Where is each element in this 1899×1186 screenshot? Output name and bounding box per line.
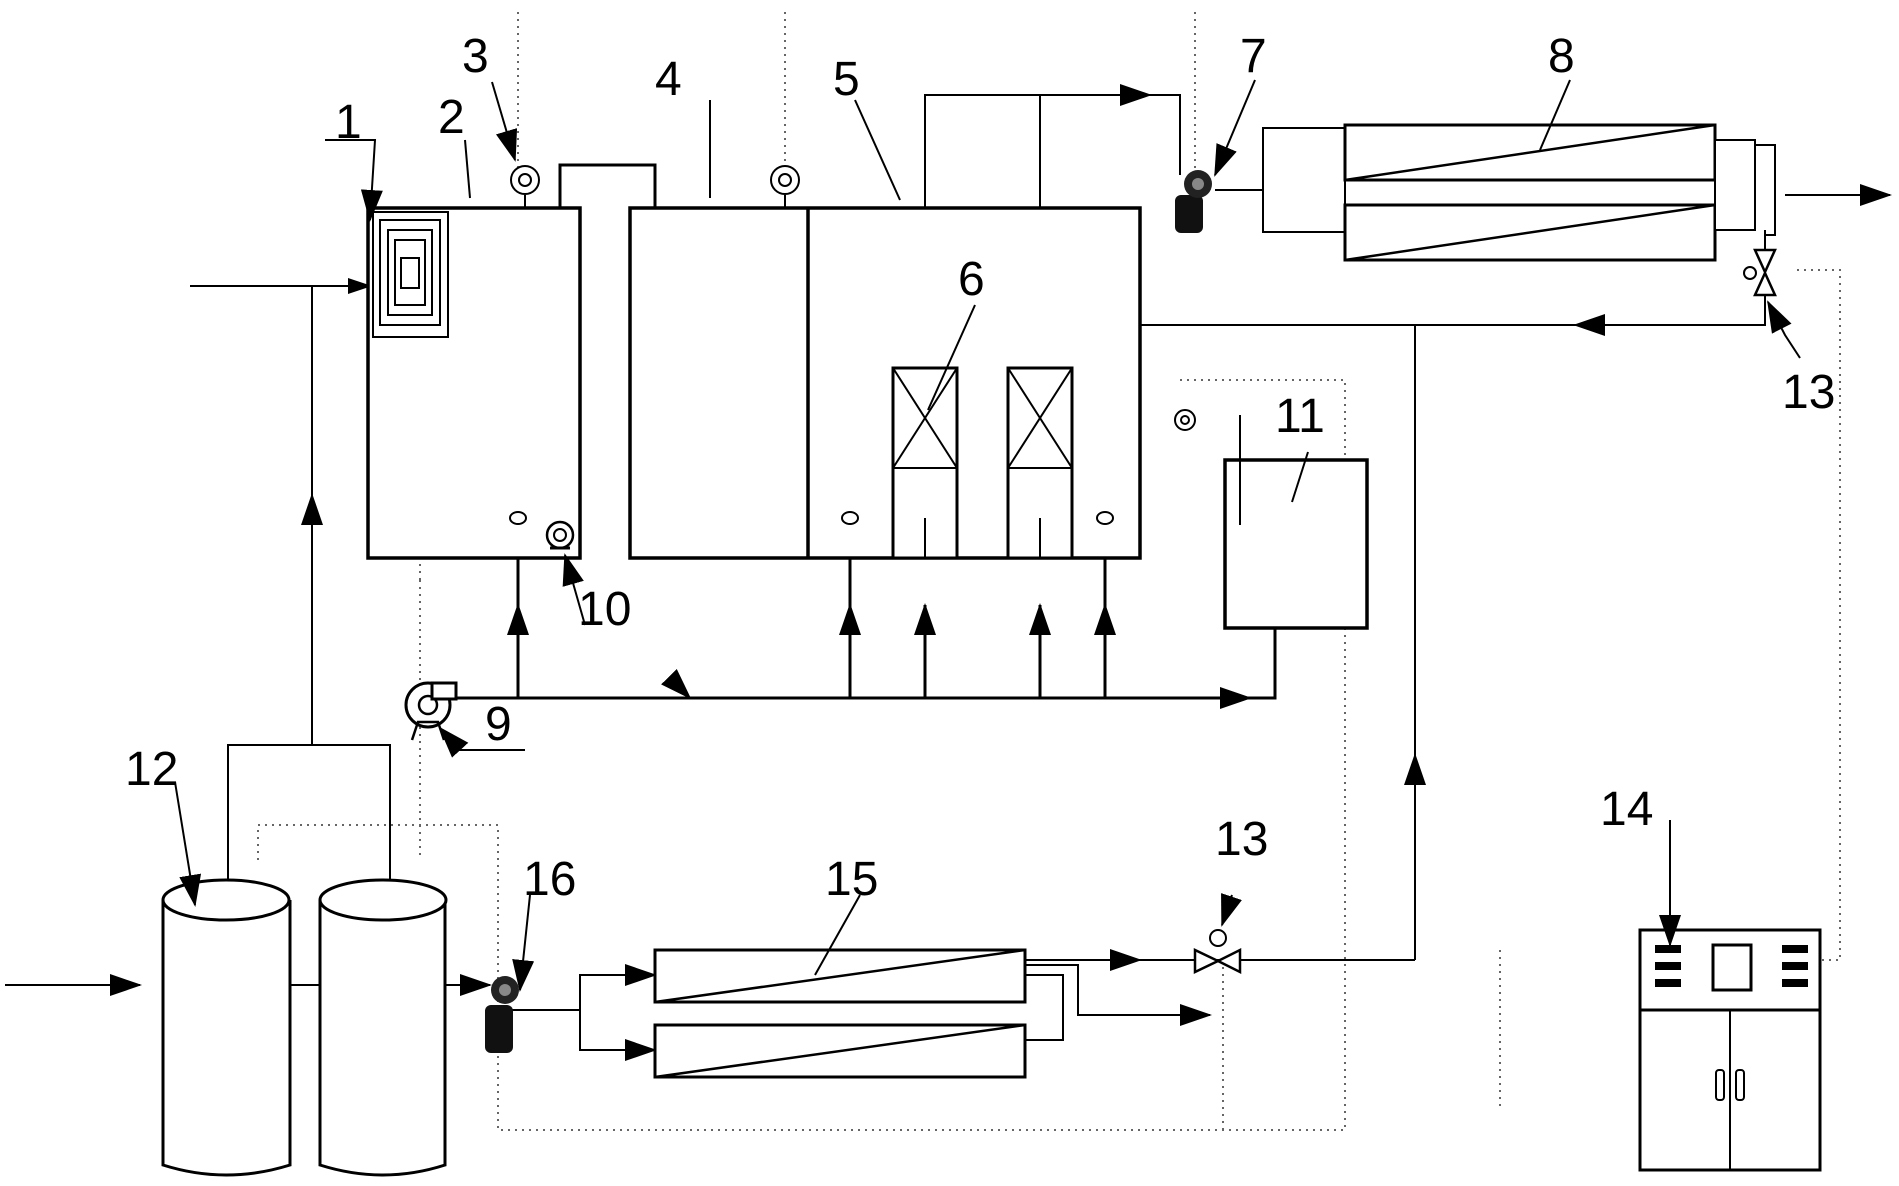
valve-13-upper-icon <box>1743 248 1777 297</box>
label-leaders <box>174 79 1681 992</box>
tank-11 <box>1223 458 1369 630</box>
label-4: 4 <box>655 53 682 106</box>
label-10: 10 <box>578 583 631 636</box>
label-15: 15 <box>825 853 878 906</box>
tank-12-right <box>318 878 448 1177</box>
pump-7-icon <box>1175 170 1212 233</box>
ro-unit-8 <box>1262 123 1756 262</box>
label-3: 3 <box>462 30 489 83</box>
label-1: 1 <box>335 96 362 149</box>
label-2: 2 <box>438 91 465 144</box>
membrane-module-6b <box>1006 366 1074 560</box>
blower-9-icon <box>404 681 458 741</box>
ro-unit-15 <box>653 948 1027 1079</box>
tank-2 <box>366 206 582 560</box>
label-9-arrow <box>438 726 525 758</box>
label-13-lower-arrow <box>1221 893 1242 927</box>
membrane-module-6a <box>891 366 959 560</box>
tank-12-left <box>161 878 292 1177</box>
label-13-upper-arrow <box>1767 300 1801 359</box>
valve-13-lower-icon <box>1193 929 1242 975</box>
label-6: 6 <box>958 253 985 306</box>
label-9: 9 <box>485 698 512 751</box>
label-14: 14 <box>1600 783 1653 836</box>
label-13-upper: 13 <box>1782 366 1835 419</box>
label-16: 16 <box>523 853 576 906</box>
label-12: 12 <box>125 743 178 796</box>
pump-16-icon <box>485 976 519 1053</box>
label-5: 5 <box>833 53 860 106</box>
pump-10-icon <box>545 520 575 550</box>
label-13-lower: 13 <box>1215 813 1268 866</box>
control-cabinet-14 <box>1638 928 1822 1172</box>
heater-coil-1 <box>372 211 449 338</box>
control-wiring <box>257 12 1841 1131</box>
label-7: 7 <box>1240 30 1267 83</box>
label-11: 11 <box>1275 390 1325 443</box>
label-8: 8 <box>1548 30 1575 83</box>
label-10-arrow <box>562 553 586 626</box>
